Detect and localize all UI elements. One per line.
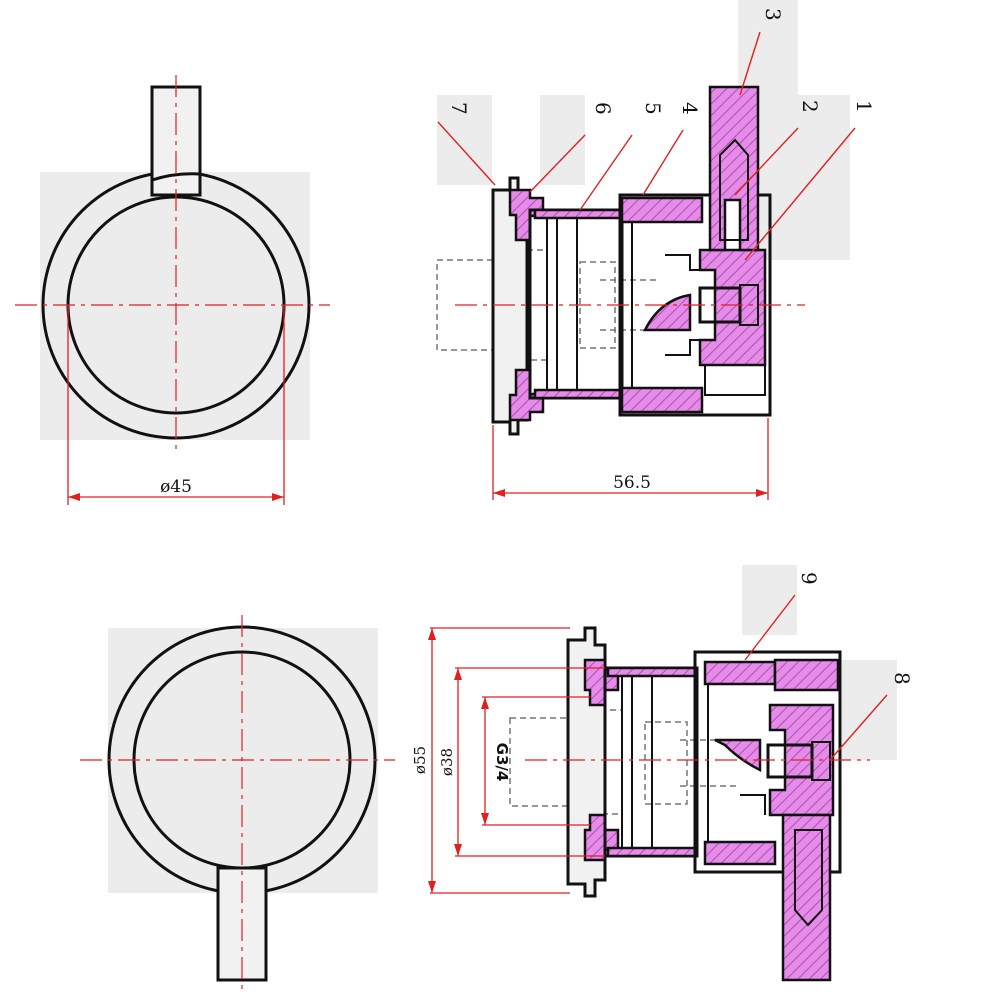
arrow-left [68,493,80,501]
label-shade-8 [842,660,897,760]
label-shade-6 [540,95,585,185]
body-top-hatch [620,196,704,224]
arrow-g34-bottom [481,813,489,825]
body-slot [704,364,766,396]
stem-upper [665,254,700,271]
body-top-hatch [703,660,777,686]
lever-pin [794,829,823,927]
dimension-label-g34: G3/4 [493,743,511,782]
lever-pin [719,138,749,241]
arrow-right [272,493,284,501]
part-number-7: 7 [447,102,471,115]
label-shade-1 [760,95,850,260]
cam-block [698,248,767,367]
label-shade-9 [742,565,797,635]
arrow-55-bottom [428,881,436,893]
sleeve-top-hatch [533,208,624,220]
stem-lower [740,794,766,815]
part-number-6: 6 [591,102,615,115]
body-top-shell [773,658,840,692]
sleeve-bottom-hatch [533,388,624,400]
leader-3 [739,31,761,96]
leader-4 [642,129,684,196]
leader-8 [829,694,888,761]
sleeve-bottom-hatch [606,846,699,858]
leader-2 [734,127,799,196]
arrow-right [756,489,768,497]
dimension-label-38: ø38 [438,748,456,776]
body-bottom-hatch [620,386,704,414]
top-front-view: ø45 [15,75,330,505]
leader-5 [579,134,633,211]
arrow-38-bottom [454,844,462,856]
leader-1 [744,127,856,261]
dimension-label-55: ø55 [411,746,429,774]
arrow-38-top [454,668,462,680]
arrow-left [493,489,505,497]
background-shade [40,172,310,440]
part-number-9: 9 [797,572,821,585]
part-number-4: 4 [678,102,702,115]
part-number-5: 5 [641,102,665,115]
label-shade-7 [437,95,492,185]
arrow-g34-top [481,697,489,709]
hidden-nut-inner [644,721,688,805]
leader-9 [744,594,796,661]
valve-disc [714,738,762,773]
lever-joint [151,172,201,182]
valve-disc [642,293,692,332]
lever-section [708,85,760,252]
top-section-view: 56.5 7 6 5 4 3 2 1 [436,0,876,500]
part-number-1: 1 [852,100,876,113]
body-bottom-hatch [703,840,777,866]
part-number-8: 8 [890,672,914,685]
valve-body [693,650,842,874]
dimension-label-diameter: ø45 [160,477,192,497]
bottom-front-view [80,615,395,990]
leader-7 [437,121,496,186]
leader-6 [529,134,586,193]
bottom-section-view: ø55 ø38 G3/4 9 8 [411,565,914,982]
dimension-label-length: 56.5 [613,473,651,493]
part-number-2: 2 [798,100,822,113]
spring [766,743,814,779]
arrow-55-top [428,628,436,640]
sleeve-top-hatch [606,666,699,678]
part-number-3: 3 [761,8,785,21]
stem-lower [665,339,700,356]
